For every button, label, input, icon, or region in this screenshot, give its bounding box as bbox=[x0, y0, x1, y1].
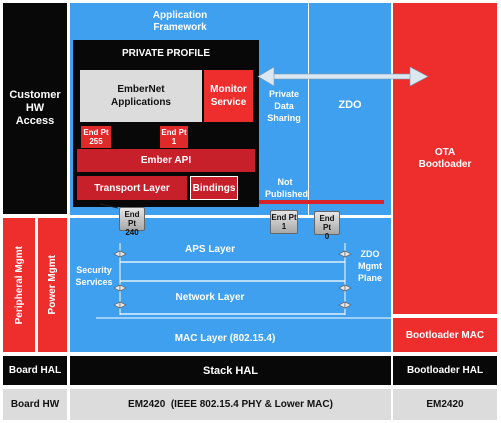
private-data-sharing-label: Private Data Sharing bbox=[267, 89, 301, 123]
transport-layer-block: Transport Layer bbox=[77, 176, 187, 200]
end-pt-1-app-label: End Pt 1 bbox=[161, 128, 187, 146]
ember-api-label: Ember API bbox=[140, 155, 192, 166]
network-layer-label: Network Layer bbox=[175, 292, 245, 303]
ember-api-block: Ember API bbox=[77, 149, 255, 172]
board-hal-label: Board HAL bbox=[8, 365, 62, 376]
end-pt-1-app-box: End Pt 1 bbox=[160, 126, 188, 148]
embernet-applications-block: EmberNet Applications bbox=[80, 70, 202, 122]
bootloader-hal-label: Bootloader HAL bbox=[406, 365, 484, 376]
monitor-service-block: Monitor Service bbox=[204, 70, 253, 122]
em2420-block: EM2420 bbox=[393, 389, 497, 420]
not-published-label: Not Published bbox=[265, 177, 309, 199]
customer-hw-access-label: Customer HW Access bbox=[9, 89, 61, 127]
board-hal-block: Board HAL bbox=[3, 356, 67, 385]
customer-hw-access-block: Customer HW Access bbox=[3, 3, 67, 214]
zdo-label: ZDO bbox=[338, 99, 362, 111]
end-pt-240-label: End Pt 240 bbox=[124, 210, 140, 237]
stack-block bbox=[70, 218, 391, 352]
end-pt-0-label: End Pt 0 bbox=[319, 214, 335, 241]
aps-layer-label: APS Layer bbox=[184, 244, 236, 255]
zdo-block: ZDO bbox=[309, 3, 391, 215]
zdo-mgmt-plane-label: ZDO Mgmt Plane bbox=[357, 249, 382, 283]
bootloader-hal-block: Bootloader HAL bbox=[393, 356, 497, 385]
peripheral-mgmt-block: Peripheral Mgmt bbox=[3, 218, 35, 352]
end-pt-255-box: End Pt 255 bbox=[81, 126, 111, 148]
transport-layer-label: Transport Layer bbox=[94, 182, 170, 194]
bindings-block: Bindings bbox=[190, 176, 238, 200]
end-pt-0-box: End Pt 0 bbox=[314, 211, 340, 241]
em2420-label: EM2420 bbox=[426, 399, 464, 410]
ota-bootloader-block: OTA Bootloader bbox=[393, 3, 497, 314]
bindings-label: Bindings bbox=[192, 182, 236, 194]
power-mgmt-block: Power Mgmt bbox=[38, 218, 67, 352]
em2420-phy-block: EM2420 (IEEE 802.15.4 PHY & Lower MAC) bbox=[70, 389, 391, 420]
mac-layer-label: MAC Layer (802.15.4) bbox=[174, 333, 276, 344]
end-pt-1-aps-box: End Pt 1 bbox=[270, 210, 298, 234]
em2420-phy-label: EM2420 (IEEE 802.15.4 PHY & Lower MAC) bbox=[128, 399, 333, 410]
stack-hal-block: Stack HAL bbox=[70, 356, 391, 385]
private-data-sharing-arrow bbox=[257, 66, 429, 87]
private-profile-title: PRIVATE PROFILE bbox=[122, 48, 210, 59]
end-pt-1-aps-label: End Pt 1 bbox=[271, 213, 297, 231]
monitor-service-label: Monitor Service bbox=[210, 84, 247, 108]
stack-hal-label: Stack HAL bbox=[202, 364, 259, 377]
end-pt-255-label: End Pt 255 bbox=[83, 128, 109, 146]
board-hw-label: Board HW bbox=[10, 399, 60, 410]
security-services-label: Security Services bbox=[75, 265, 113, 287]
end-pt-240-box: End Pt 240 bbox=[119, 207, 145, 237]
board-hw-block: Board HW bbox=[3, 389, 67, 420]
bootloader-mac-label: Bootloader MAC bbox=[405, 329, 485, 341]
embernet-applications-label: EmberNet Applications bbox=[110, 84, 171, 108]
ota-bootloader-label: OTA Bootloader bbox=[418, 146, 472, 170]
bootloader-mac-block: Bootloader MAC bbox=[393, 318, 497, 352]
application-framework-title: Application Framework bbox=[152, 10, 208, 33]
